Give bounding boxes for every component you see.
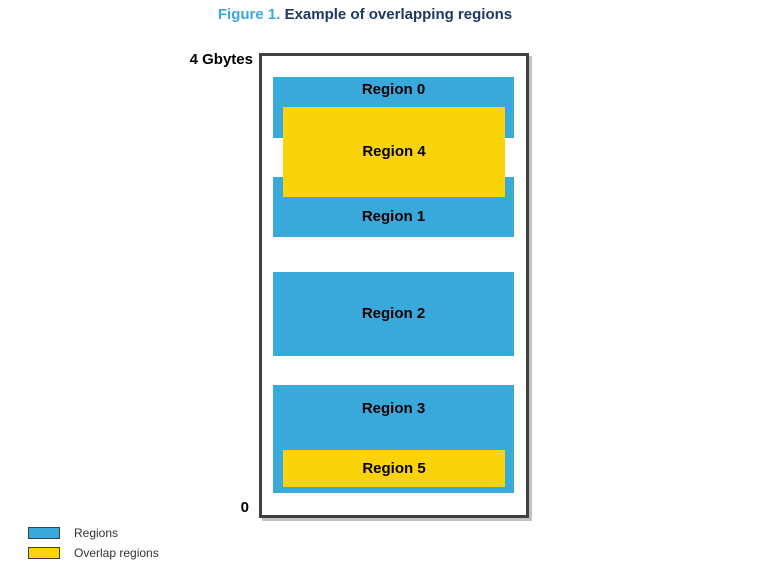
region-0-label: Region 0 <box>361 81 426 98</box>
legend-swatch-regions <box>28 527 60 539</box>
region-2-bar: Region 2 <box>273 272 514 356</box>
region-3-label: Region 3 <box>361 400 426 417</box>
legend-label-overlap-regions: Overlap regions <box>74 546 159 560</box>
region-5-label: Region 5 <box>362 459 426 477</box>
legend-label-regions: Regions <box>74 526 119 540</box>
figure-number: Figure 1. <box>217 6 281 23</box>
legend-swatch-overlap-regions <box>28 547 60 559</box>
region-4-overlap-bar: Region 4 <box>283 107 505 197</box>
region-1-label: Region 1 <box>361 208 426 225</box>
region-2-label: Region 2 <box>361 305 426 322</box>
region-4-label: Region 4 <box>362 143 426 160</box>
figure-caption: Example of overlapping regions <box>284 6 513 23</box>
figure-title: Figure 1. Example of overlapping regions <box>0 6 730 23</box>
axis-label-top: 4 Gbytes <box>189 51 253 68</box>
region-5-overlap-bar: Region 5 <box>283 450 505 487</box>
axis-label-bottom: 0 <box>240 499 249 516</box>
